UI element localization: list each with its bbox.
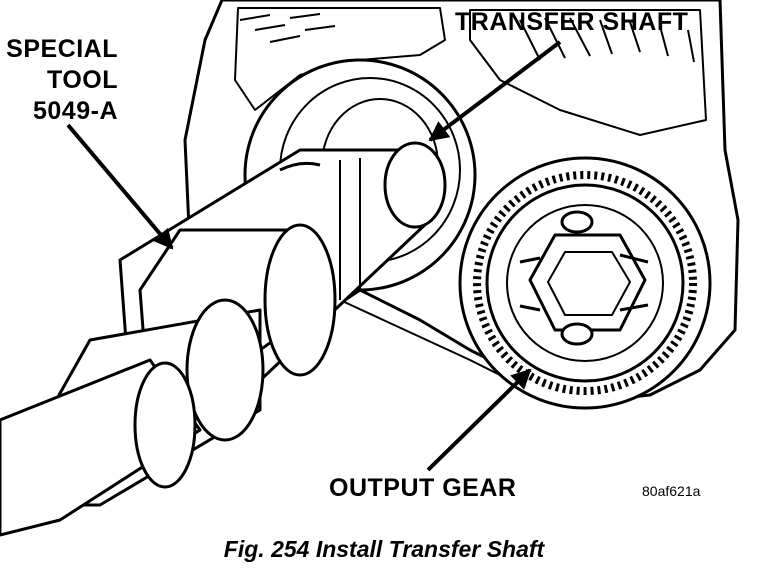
output-gear-leader xyxy=(426,368,532,472)
special-tool-label: SPECIAL TOOL 5049-A xyxy=(0,34,118,127)
figure-caption: Fig. 254 Install Transfer Shaft xyxy=(223,536,545,562)
special-tool-label-line-2: TOOL xyxy=(47,66,118,94)
special-tool-label-line-3: 5049-A xyxy=(33,97,118,125)
transfer-shaft-leader xyxy=(428,40,562,142)
image-code: 80af621a xyxy=(642,483,701,499)
special-tool-leader xyxy=(66,123,174,250)
installer-tool xyxy=(0,141,447,537)
transfer-shaft-label: TRANSFER SHAFT xyxy=(455,8,689,36)
special-tool-label-line-1: SPECIAL xyxy=(6,35,118,63)
output-gear-hub xyxy=(519,210,649,346)
leader-lines xyxy=(66,40,562,472)
case-ribbing xyxy=(239,13,695,63)
output-gear-label: OUTPUT GEAR xyxy=(329,474,517,502)
